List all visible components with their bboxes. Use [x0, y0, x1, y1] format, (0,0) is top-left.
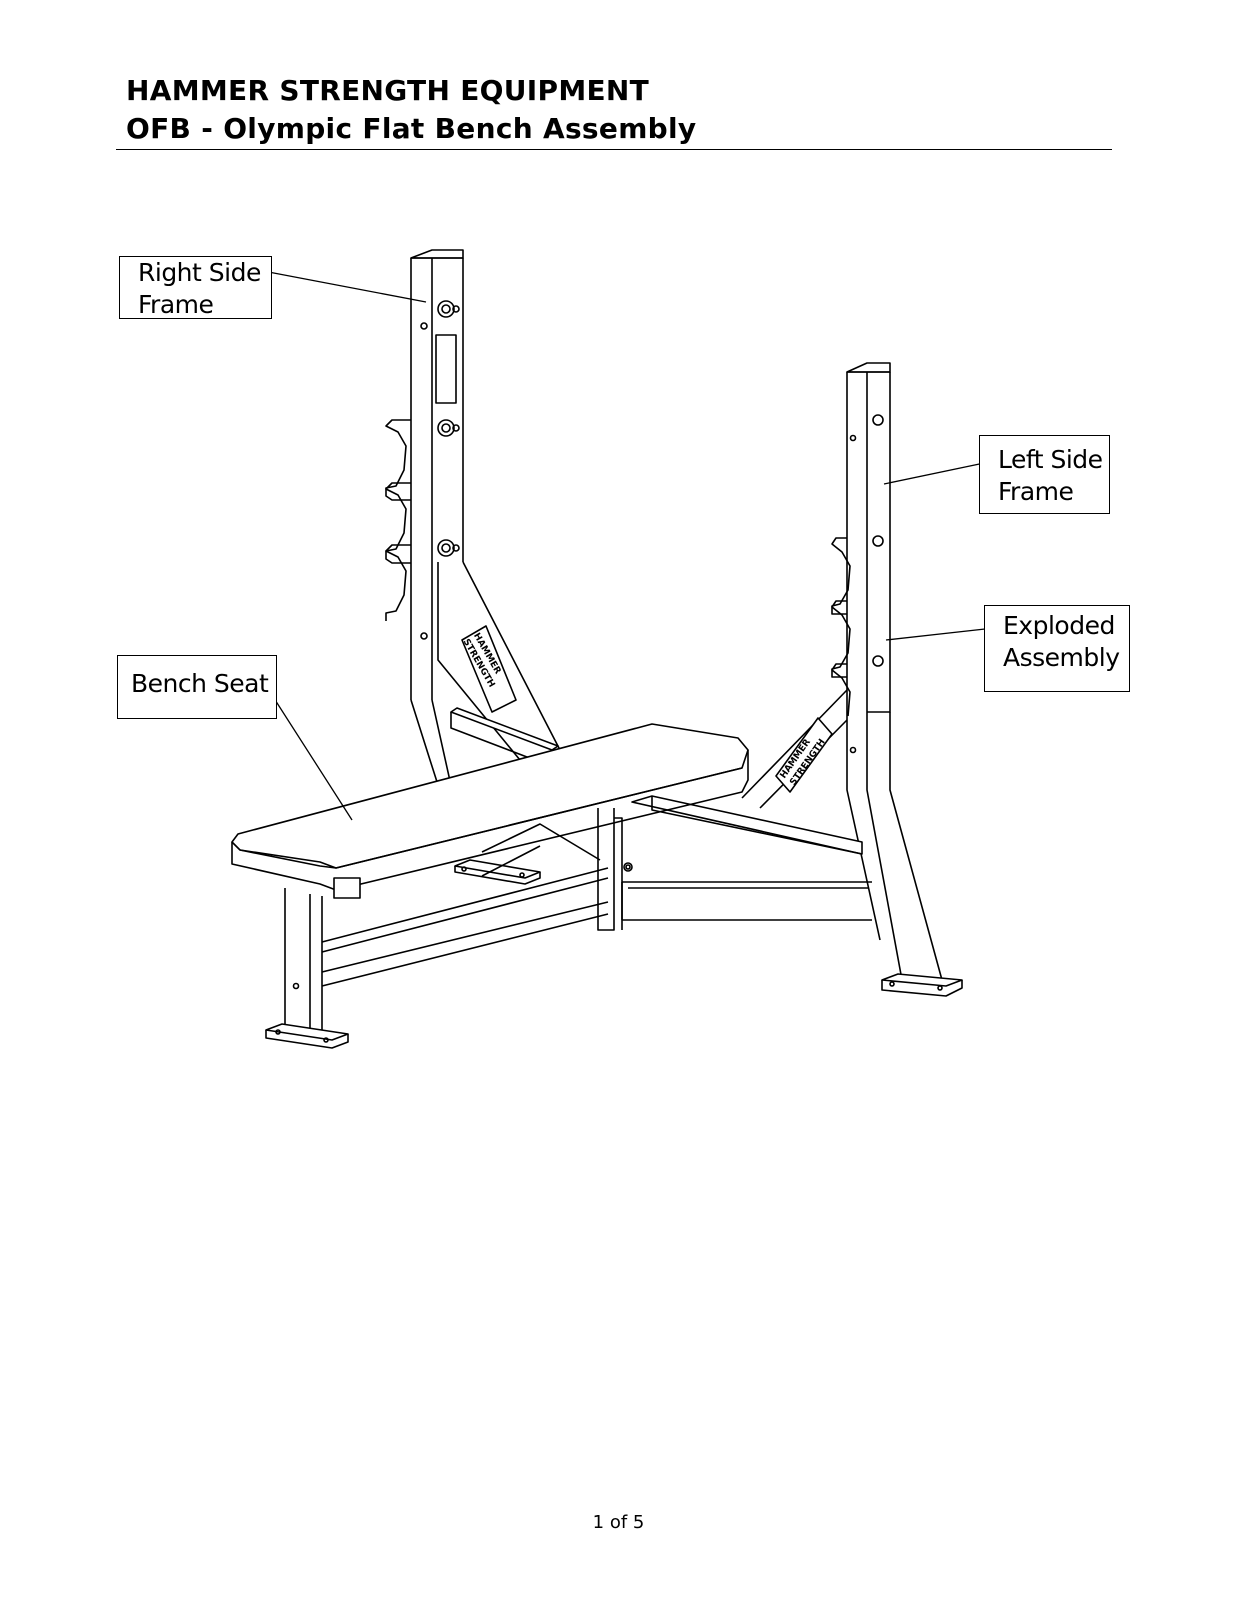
- callout-left-side-frame-line1: Left Side: [998, 445, 1103, 474]
- callout-right-side-frame: Right Side Frame: [119, 256, 272, 319]
- callout-right-side-frame-line1: Right Side: [138, 258, 261, 287]
- right-side-frame: [385, 249, 561, 885]
- leader-lines: [257, 269, 995, 821]
- callout-exploded-assembly: Exploded Assembly: [984, 605, 1130, 692]
- callout-exploded-assembly-line2: Assembly: [1003, 643, 1120, 672]
- page-indicator: 1 of 5: [592, 1512, 645, 1533]
- callout-left-side-frame-line2: Frame: [998, 477, 1074, 506]
- callout-bench-seat-line1: Bench Seat: [131, 669, 269, 698]
- company-heading: HAMMER STRENGTH EQUIPMENT: [126, 74, 650, 107]
- callout-right-side-frame-line2: Frame: [138, 290, 214, 319]
- left-side-frame: [621, 362, 963, 997]
- callout-left-side-frame: Left Side Frame: [979, 435, 1110, 514]
- bench-seat: [231, 723, 749, 1049]
- document-header: HAMMER STRENGTH EQUIPMENT OFB - Olympic …: [126, 72, 696, 148]
- header-rule: [116, 149, 1112, 150]
- callout-bench-seat: Bench Seat: [117, 655, 277, 719]
- document-title: OFB - Olympic Flat Bench Assembly: [126, 112, 697, 145]
- callout-exploded-assembly-line1: Exploded: [1003, 611, 1115, 640]
